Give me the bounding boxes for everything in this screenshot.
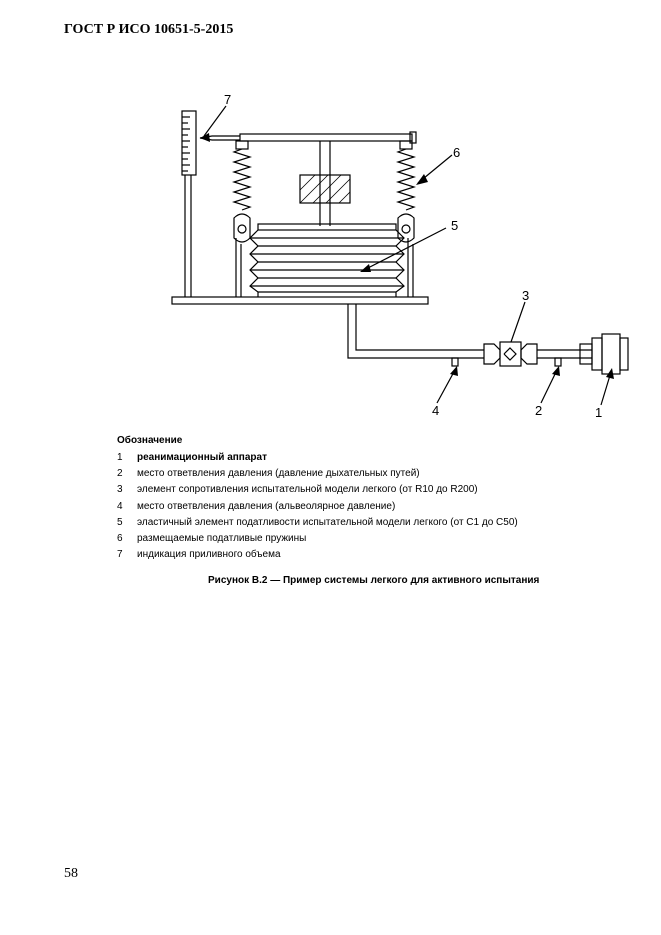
callout-1: 1 xyxy=(595,405,602,420)
legend-item-number: 5 xyxy=(117,516,123,528)
legend-item-text: место ответвления давления (давление дых… xyxy=(137,468,420,480)
volume-scale xyxy=(181,110,197,176)
tube-outer xyxy=(347,304,484,359)
legend-item-text: место ответвления давления (альвеолярное… xyxy=(137,500,396,512)
base-plate xyxy=(171,296,429,305)
legend-item-number: 2 xyxy=(117,468,123,480)
callout-2: 2 xyxy=(535,403,542,418)
legend-item-number: 7 xyxy=(117,549,123,561)
legend-item-text: реанимационный аппарат xyxy=(137,452,267,463)
callout-6: 6 xyxy=(453,145,460,160)
left-spring xyxy=(231,148,253,211)
lung-system-diagram: 7 6 5 3 4 2 1 xyxy=(171,92,629,420)
right-spring xyxy=(395,148,417,211)
page-number: 58 xyxy=(64,866,78,881)
resuscitator xyxy=(579,333,629,375)
legend-item-text: эластичный элемент податливости испытате… xyxy=(137,516,518,528)
tube-inner xyxy=(355,304,484,351)
legend-item: 7 индикация приливного объема xyxy=(117,547,518,563)
callout-3: 3 xyxy=(522,288,529,303)
pressure-tap-4 xyxy=(451,357,459,367)
legend-item-number: 3 xyxy=(117,484,123,496)
pressure-tap-2 xyxy=(554,357,562,367)
legend-item: 5 эластичный элемент податливости испыта… xyxy=(117,515,518,531)
legend-title: Обозначение xyxy=(117,435,183,446)
figure-caption: Рисунок В.2 — Пример системы легкого для… xyxy=(208,575,540,586)
resistance-element xyxy=(483,341,538,367)
callout-4: 4 xyxy=(432,403,439,418)
legend-item-text: размещаемые податливые пружины xyxy=(137,533,307,545)
legend-item-number: 6 xyxy=(117,533,123,545)
weight-hatch xyxy=(299,174,351,204)
standard-header: ГОСТ Р ИСО 10651-5-2015 xyxy=(64,22,234,37)
bellows xyxy=(249,223,405,297)
callout-5: 5 xyxy=(451,218,458,233)
legend: Обозначение 1 реанимационный аппарат 2 м… xyxy=(117,434,518,563)
weight-block xyxy=(299,174,351,204)
legend-item-number: 1 xyxy=(117,452,123,463)
legend-item-text: индикация приливного объема xyxy=(137,549,281,561)
top-bar xyxy=(239,133,413,142)
callout-7: 7 xyxy=(224,92,231,107)
legend-item: 1 реанимационный аппарат xyxy=(117,450,518,466)
legend-item: 4 место ответвления давления (альвеолярн… xyxy=(117,499,518,515)
legend-item-number: 4 xyxy=(117,500,123,512)
legend-item-text: элемент сопротивления испытательной моде… xyxy=(137,484,478,496)
legend-item: 2 место ответвления давления (давление д… xyxy=(117,466,518,482)
legend-item: 3 элемент сопротивления испытательной мо… xyxy=(117,482,518,498)
legend-item: 6 размещаемые податливые пружины xyxy=(117,531,518,547)
